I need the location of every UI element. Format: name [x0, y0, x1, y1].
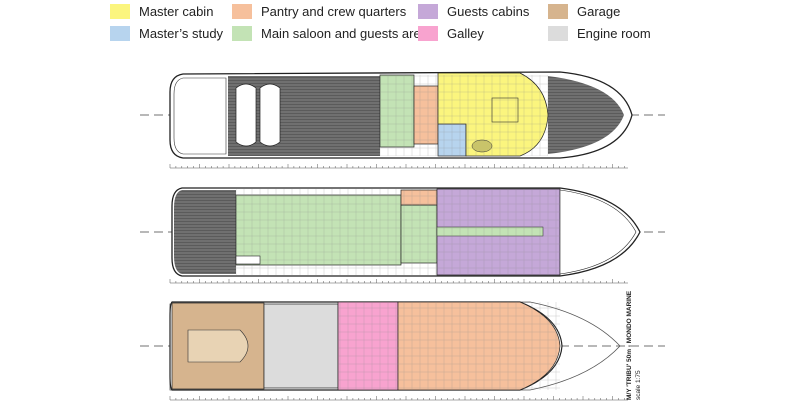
upper-deck-plan: [140, 71, 665, 159]
upper-interior-grid: [380, 75, 548, 156]
legend-label: Master cabin: [139, 3, 214, 19]
main-foredeck: [559, 189, 637, 275]
legend-label: Galley: [447, 25, 484, 41]
caption-scale: scale 1:75: [635, 370, 642, 400]
legend-item-engine-room: Engine room: [548, 24, 651, 42]
legend-item-garage: Garage: [548, 2, 620, 20]
garage-tender: [187, 329, 249, 363]
legend-swatch-galley: [418, 25, 438, 41]
legend-item-masters-study: Master’s study: [110, 24, 223, 42]
legend-item-pantry-crew: Pantry and crew quarters: [232, 2, 406, 20]
engine-room-zone: [263, 303, 339, 389]
legend-swatch-pantry-crew: [232, 3, 252, 19]
main-deck-plan: [140, 187, 665, 277]
upper-deck-aft-lounge: [173, 77, 227, 155]
legend-swatch-master-cabin: [110, 3, 130, 19]
tender-boats: [235, 83, 281, 147]
drawing-caption: M/Y 'TRIBU' 50m - MONDO MARINE scale 1:7…: [626, 291, 646, 400]
legend-item-master-cabin: Master cabin: [110, 2, 213, 20]
lower-interior-grid: [338, 302, 560, 390]
upper-deck-foredeck-teak: [548, 76, 624, 154]
legend-swatch-guests-cabins: [418, 3, 438, 19]
legend-item-galley: Galley: [418, 24, 484, 42]
lower-deck-plan: [140, 301, 665, 391]
scale-rulers: [169, 164, 628, 401]
legend-label: Pantry and crew quarters: [261, 3, 407, 19]
legend-label: Engine room: [577, 25, 651, 41]
legend-item-guests-cabins: Guests cabins: [418, 2, 529, 20]
master-bed: [471, 139, 493, 153]
legend-label: Guests cabins: [447, 3, 530, 19]
aft-deck-bench: [235, 255, 261, 265]
legend-swatch-masters-study: [110, 25, 130, 41]
legend-label: Main saloon and guests areas: [261, 25, 435, 41]
caption-title: M/Y 'TRIBU' 50m - MONDO MARINE: [626, 290, 633, 400]
legend: Master cabin Master’s study Pantry and c…: [0, 0, 800, 50]
legend-item-saloon-guests: Main saloon and guests areas: [232, 24, 434, 42]
legend-swatch-saloon-guests: [232, 25, 252, 41]
main-interior-grid: [236, 189, 560, 275]
legend-label: Garage: [577, 3, 621, 19]
legend-swatch-engine-room: [548, 25, 568, 41]
legend-label: Master’s study: [139, 25, 224, 41]
main-deck-aft-teak: [174, 190, 236, 274]
legend-swatch-garage: [548, 3, 568, 19]
master-bed-frame: [491, 97, 519, 123]
